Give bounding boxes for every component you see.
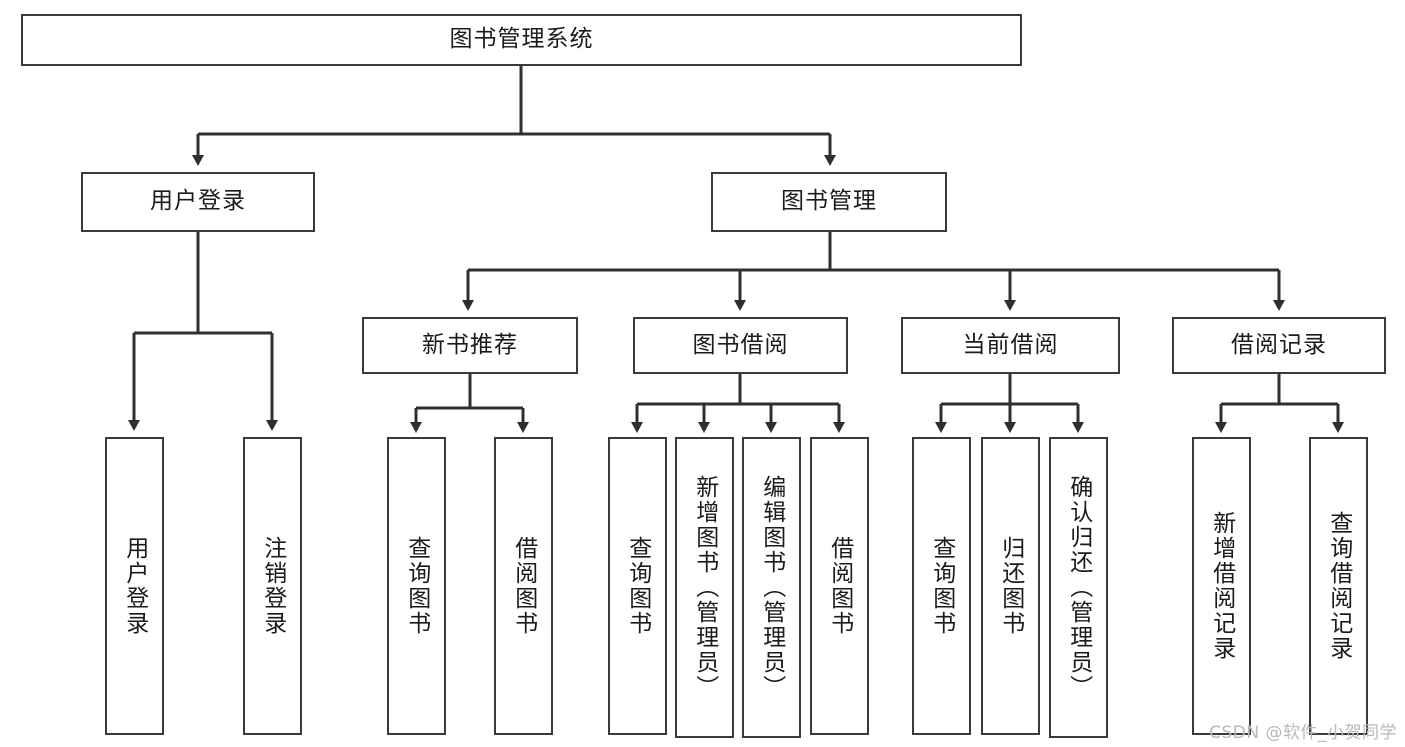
node-label: 新增图书（管理员） <box>691 475 718 700</box>
node-label: 归还图书 <box>997 536 1024 636</box>
leaf-borrow-record-add[interactable]: 新增借阅记录 <box>1192 437 1251 735</box>
node-label: 借阅图书 <box>826 536 853 636</box>
leaf-user-login-signout[interactable]: 注销登录 <box>243 437 302 735</box>
node-borrow-record[interactable]: 借阅记录 <box>1172 317 1386 374</box>
node-label: 确认归还（管理员） <box>1065 475 1092 700</box>
leaf-current-borrow-return[interactable]: 归还图书 <box>981 437 1040 735</box>
leaf-new-book-query[interactable]: 查询图书 <box>387 437 446 735</box>
node-user-login[interactable]: 用户登录 <box>81 172 315 232</box>
node-book-management[interactable]: 图书管理 <box>711 172 947 232</box>
node-root-system[interactable]: 图书管理系统 <box>21 14 1022 66</box>
node-label: 借阅记录 <box>1231 331 1327 358</box>
node-label: 新增借阅记录 <box>1208 511 1235 661</box>
node-label: 查询借阅记录 <box>1325 511 1352 661</box>
leaf-book-borrow-lend[interactable]: 借阅图书 <box>810 437 869 735</box>
leaf-current-borrow-confirm[interactable]: 确认归还（管理员） <box>1049 437 1108 738</box>
leaf-book-borrow-edit[interactable]: 编辑图书（管理员） <box>742 437 801 738</box>
node-new-book-recommend[interactable]: 新书推荐 <box>362 317 578 374</box>
leaf-book-borrow-query[interactable]: 查询图书 <box>608 437 667 735</box>
csdn-watermark: CSDN @软件_小贺同学 <box>1209 723 1397 743</box>
node-label: 当前借阅 <box>962 331 1059 358</box>
node-label: 用户登录 <box>121 536 148 636</box>
node-label: 图书管理系统 <box>449 26 594 53</box>
node-label: 图书管理 <box>781 188 877 215</box>
leaf-borrow-record-query[interactable]: 查询借阅记录 <box>1309 437 1368 735</box>
node-label: 查询图书 <box>928 536 955 636</box>
node-label: 注销登录 <box>259 536 286 636</box>
node-label: 编辑图书（管理员） <box>758 475 785 700</box>
leaf-user-login-signin[interactable]: 用户登录 <box>105 437 164 735</box>
node-label: 用户登录 <box>150 188 246 215</box>
leaf-current-borrow-query[interactable]: 查询图书 <box>912 437 971 735</box>
leaf-new-book-borrow[interactable]: 借阅图书 <box>494 437 553 735</box>
node-label: 查询图书 <box>403 536 430 636</box>
node-book-borrow[interactable]: 图书借阅 <box>633 317 848 374</box>
node-label: 新书推荐 <box>422 331 518 358</box>
node-label: 图书借阅 <box>692 331 789 358</box>
node-label: 借阅图书 <box>510 536 537 636</box>
leaf-book-borrow-add[interactable]: 新增图书（管理员） <box>675 437 734 738</box>
node-current-borrow[interactable]: 当前借阅 <box>901 317 1120 374</box>
node-label: 查询图书 <box>624 536 651 636</box>
